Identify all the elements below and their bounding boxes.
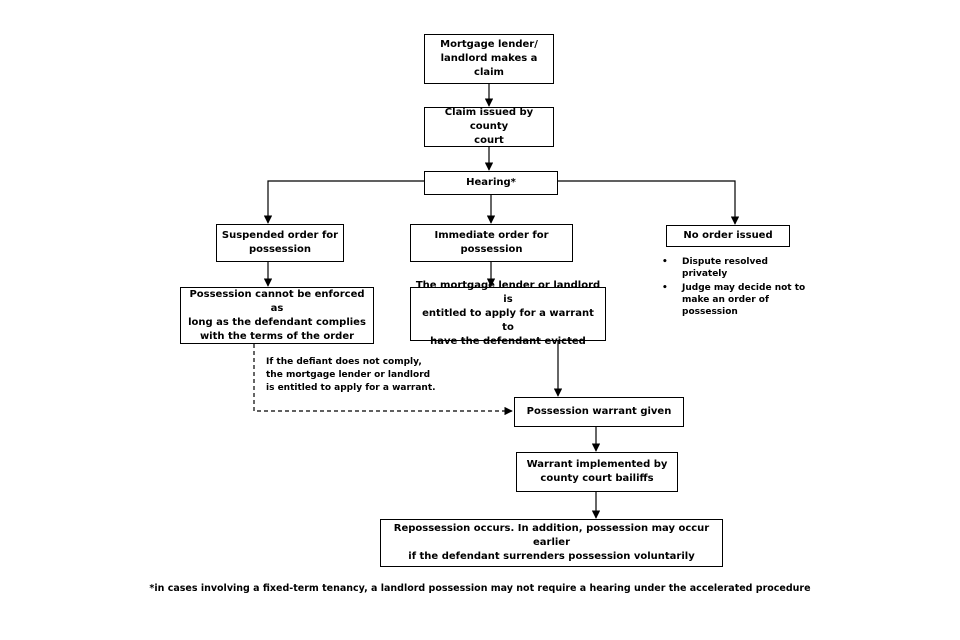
- node-claim-issued: Claim issued by county court: [424, 107, 554, 147]
- node-repossession: Repossession occurs. In addition, posses…: [380, 519, 723, 567]
- node-warrant-implemented: Warrant implemented by county court bail…: [516, 452, 678, 492]
- node-warrant-given: Possession warrant given: [514, 397, 684, 427]
- list-item: • Judge may decide not to make an order o…: [660, 282, 810, 318]
- dashed-arrow-note: If the defiant does not comply, the mort…: [266, 357, 436, 393]
- node-claim: Mortgage lender/ landlord makes a claim: [424, 34, 554, 84]
- node-hearing: Hearing*: [424, 171, 558, 195]
- no-order-reason-text: Judge may decide not to make an order of…: [682, 283, 806, 317]
- no-order-reason-text: Dispute resolved privately: [682, 257, 768, 279]
- arrow-hearing-to-no-order: [558, 180, 740, 225]
- footnote: *in cases involving a fixed-term tenancy…: [149, 583, 811, 594]
- arrow-hearing-to-suspended: [263, 180, 424, 224]
- node-suspended-order: Suspended order for possession: [216, 224, 344, 262]
- bullet-icon: •: [662, 283, 668, 293]
- node-immediate-order: Immediate order for possession: [410, 224, 573, 262]
- dashed-arrow-noncompliance: [253, 344, 513, 416]
- node-no-order: No order issued: [666, 225, 790, 247]
- no-order-reasons-list: • Dispute resolved privately • Judge may d…: [660, 256, 810, 320]
- node-entitled-warrant: The mortgage lender or landlord is entit…: [410, 280, 606, 347]
- list-item: • Dispute resolved privately: [660, 256, 810, 280]
- node-cannot-enforce: Possession cannot be enforced as long as…: [180, 287, 374, 344]
- bullet-icon: •: [662, 257, 668, 267]
